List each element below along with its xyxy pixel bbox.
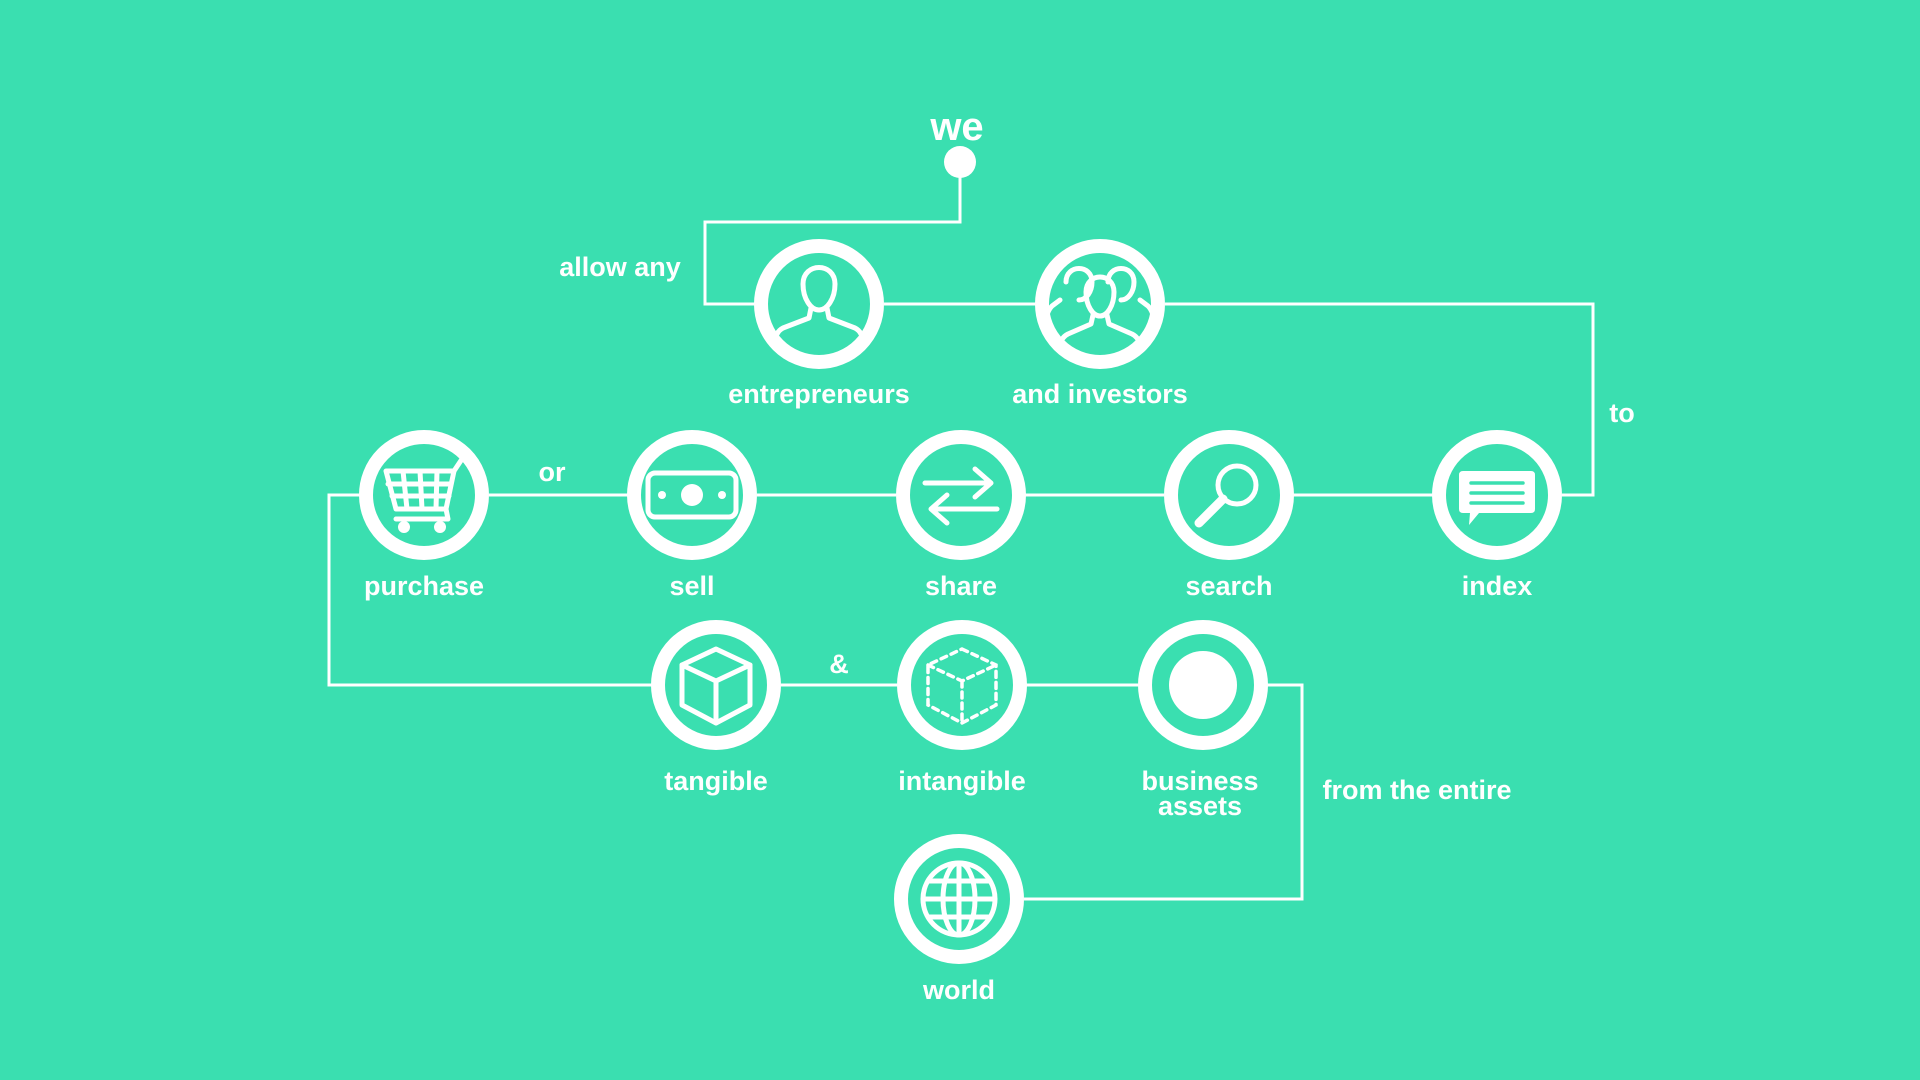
label-search: search	[1185, 571, 1272, 601]
label-share: share	[925, 571, 997, 601]
label-tangible: tangible	[664, 766, 768, 796]
connector-lines	[327, 146, 1595, 901]
label-index: index	[1462, 571, 1533, 601]
node-share	[896, 430, 1026, 560]
node-intangible	[897, 620, 1027, 750]
solid-cube-icon	[679, 646, 753, 726]
dashed-cube-icon	[926, 647, 998, 725]
node-business-assets	[1138, 620, 1268, 750]
label-purchase: purchase	[364, 571, 484, 601]
node-index	[1432, 430, 1562, 560]
node-tangible	[651, 620, 781, 750]
person-icon	[772, 265, 866, 347]
label-assets: assets	[1158, 791, 1242, 821]
node-world	[894, 834, 1024, 964]
label-sell: sell	[669, 571, 714, 601]
magnifier-icon	[1194, 463, 1259, 528]
globe-icon	[920, 860, 998, 938]
node-investors	[1035, 239, 1165, 369]
diagram-title: we	[929, 105, 983, 149]
node-entrepreneurs	[754, 239, 884, 369]
connector-or: or	[539, 457, 566, 487]
connector-allow-any: allow any	[559, 252, 681, 282]
filled-dot-icon	[1169, 651, 1237, 719]
node-search	[1164, 430, 1294, 560]
group-icon	[1043, 266, 1157, 351]
connector-from-the-entire: from the entire	[1322, 775, 1511, 805]
exchange-arrows-icon	[922, 466, 1000, 526]
label-investors: and investors	[1012, 379, 1188, 409]
label-entrepreneurs: entrepreneurs	[728, 379, 910, 409]
node-sell	[627, 430, 757, 560]
label-intangible: intangible	[898, 766, 1026, 796]
node-purchase	[359, 430, 489, 560]
connector-to: to	[1609, 398, 1634, 428]
banknote-icon	[645, 470, 739, 520]
label-world: world	[922, 975, 995, 1005]
connector-ampersand: &	[829, 649, 849, 679]
shopping-cart-icon	[383, 456, 465, 533]
message-list-icon	[1459, 471, 1535, 525]
label-business: business	[1141, 766, 1258, 796]
start-dot	[944, 146, 976, 178]
